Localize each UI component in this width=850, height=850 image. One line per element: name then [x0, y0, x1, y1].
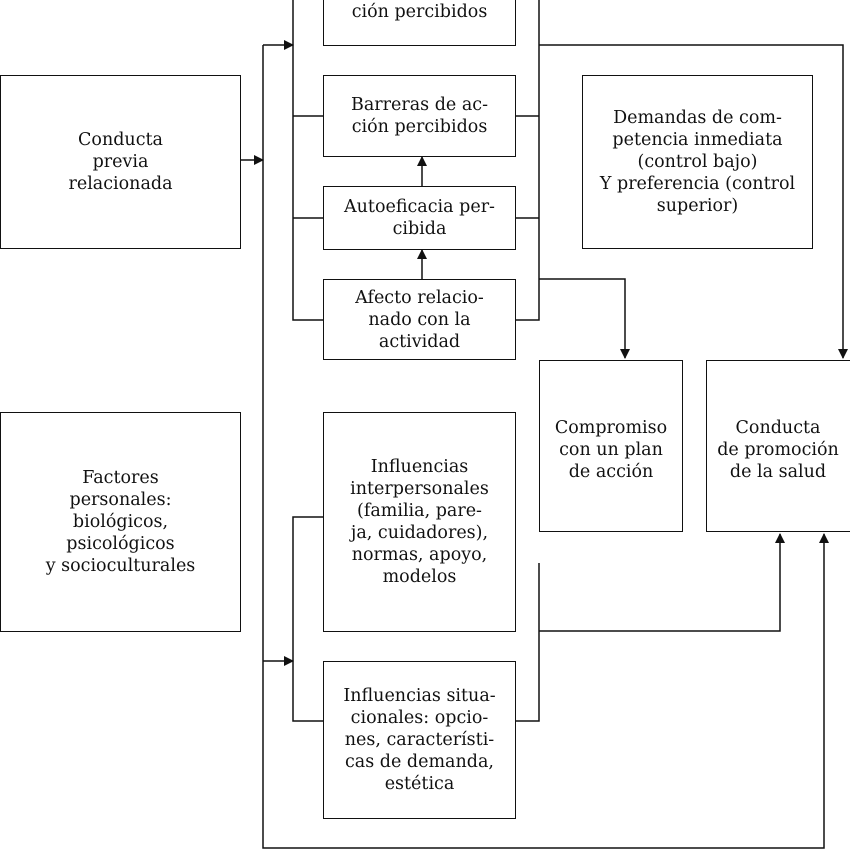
arrow-influences-to-conducta [539, 533, 785, 632]
box-factores-personales: Factores personales: biológicos, psicoló… [0, 412, 241, 632]
box-demandas-competencia: Demandas de com- petencia inmediata (con… [582, 75, 813, 249]
box-conducta-previa-text: Conducta previa relacionada [68, 130, 173, 194]
box-autoeficacia-text: Autoeficacia per- cibida [344, 197, 495, 239]
box-conducta-previa: Conducta previa relacionada [0, 75, 241, 249]
connector-main-trunk [262, 45, 829, 849]
arrow-to-compromiso [539, 278, 630, 359]
box-afecto-actividad: Afecto relacio- nado con la actividad [323, 279, 516, 360]
box-barreras-percibidas: Barreras de ac- ción percibidos [323, 75, 516, 157]
bracket-right-cognitions [516, 0, 540, 321]
box-conducta-promocion-text: Conducta de promoción de la salud [717, 418, 839, 482]
box-autoeficacia: Autoeficacia per- cibida [323, 186, 516, 250]
bracket-left-influences [292, 516, 323, 722]
box-influencias-situacionales: Influencias situa- cionales: opcio- nes,… [323, 661, 516, 819]
box-compromiso: Compromiso con un plan de acción [539, 360, 683, 532]
box-influencias-situacionales-text: Influencias situa- cionales: opcio- nes,… [343, 686, 496, 794]
box-afecto-text: Afecto relacio- nado con la actividad [355, 287, 484, 352]
box-barreras-text: Barreras de ac- ción percibidos [351, 95, 488, 137]
box-conducta-promocion: Conducta de promoción de la salud [706, 360, 850, 532]
box-compromiso-text: Compromiso con un plan de acción [554, 418, 668, 482]
box-influencias-interpersonales-text: Influencias interpersonales (familia, pa… [350, 457, 489, 587]
box-beneficios-percibidos: ción percibidos [323, 0, 516, 46]
bracket-left-cognitions [292, 0, 323, 321]
box-influencias-interpersonales: Influencias interpersonales (familia, pa… [323, 412, 516, 632]
box-factores-text: Factores personales: biológicos, psicoló… [45, 468, 196, 576]
arrow-to-conducta-promocion-top [539, 44, 848, 359]
box-beneficios-text: ción percibidos [351, 2, 488, 22]
box-demandas-text: Demandas de com- petencia inmediata (con… [599, 108, 796, 216]
bracket-right-influences [516, 563, 540, 722]
